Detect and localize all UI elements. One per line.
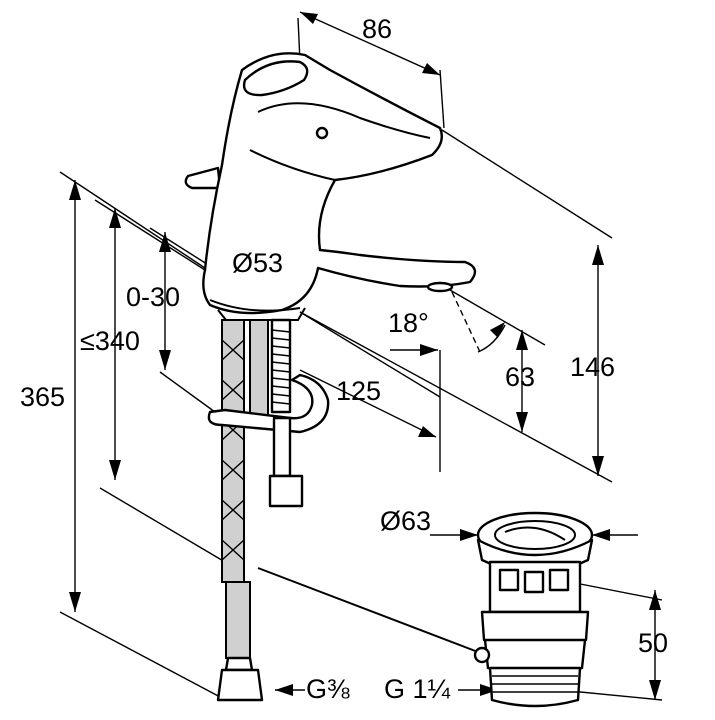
label-365: 365 — [20, 382, 65, 412]
label-63: 63 — [505, 362, 535, 392]
dimension-labels: 86 Ø53 0-30 ≤340 365 18° 125 63 146 Ø63 … — [20, 14, 668, 704]
dimension-lines — [69, 11, 661, 700]
pop-up-rod — [184, 166, 222, 190]
lower-hose — [225, 581, 251, 659]
extension-lines — [59, 17, 663, 701]
faucet — [184, 52, 477, 321]
label-diameter-63: Ø63 — [380, 506, 431, 536]
waste-thread-g114 — [488, 666, 582, 708]
label-125: 125 — [336, 376, 381, 406]
supply-hoses — [207, 318, 479, 702]
right-supply-hose — [249, 319, 269, 416]
label-0-30: 0-30 — [126, 282, 180, 312]
label-86: 86 — [362, 14, 392, 44]
handle-screw — [315, 126, 329, 140]
label-g38: G⅜ — [306, 674, 350, 704]
pop-up-waste — [473, 511, 594, 708]
linkage-connector — [473, 646, 491, 664]
label-50: 50 — [638, 628, 668, 658]
aerator — [426, 281, 454, 293]
label-18-degrees: 18° — [388, 308, 429, 338]
threaded-rod — [270, 318, 292, 414]
label-146: 146 — [570, 352, 615, 382]
fixing-nut — [272, 416, 292, 478]
mounting-plate — [207, 373, 330, 434]
faucet-body — [202, 52, 477, 315]
hose-nut-g38 — [216, 668, 264, 702]
linkage-rod — [257, 567, 479, 653]
label-g114: G 1¼ — [384, 674, 451, 704]
handle-cap — [242, 60, 309, 97]
label-diameter-53: Ø53 — [232, 248, 283, 278]
label-max-340: ≤340 — [80, 326, 140, 356]
